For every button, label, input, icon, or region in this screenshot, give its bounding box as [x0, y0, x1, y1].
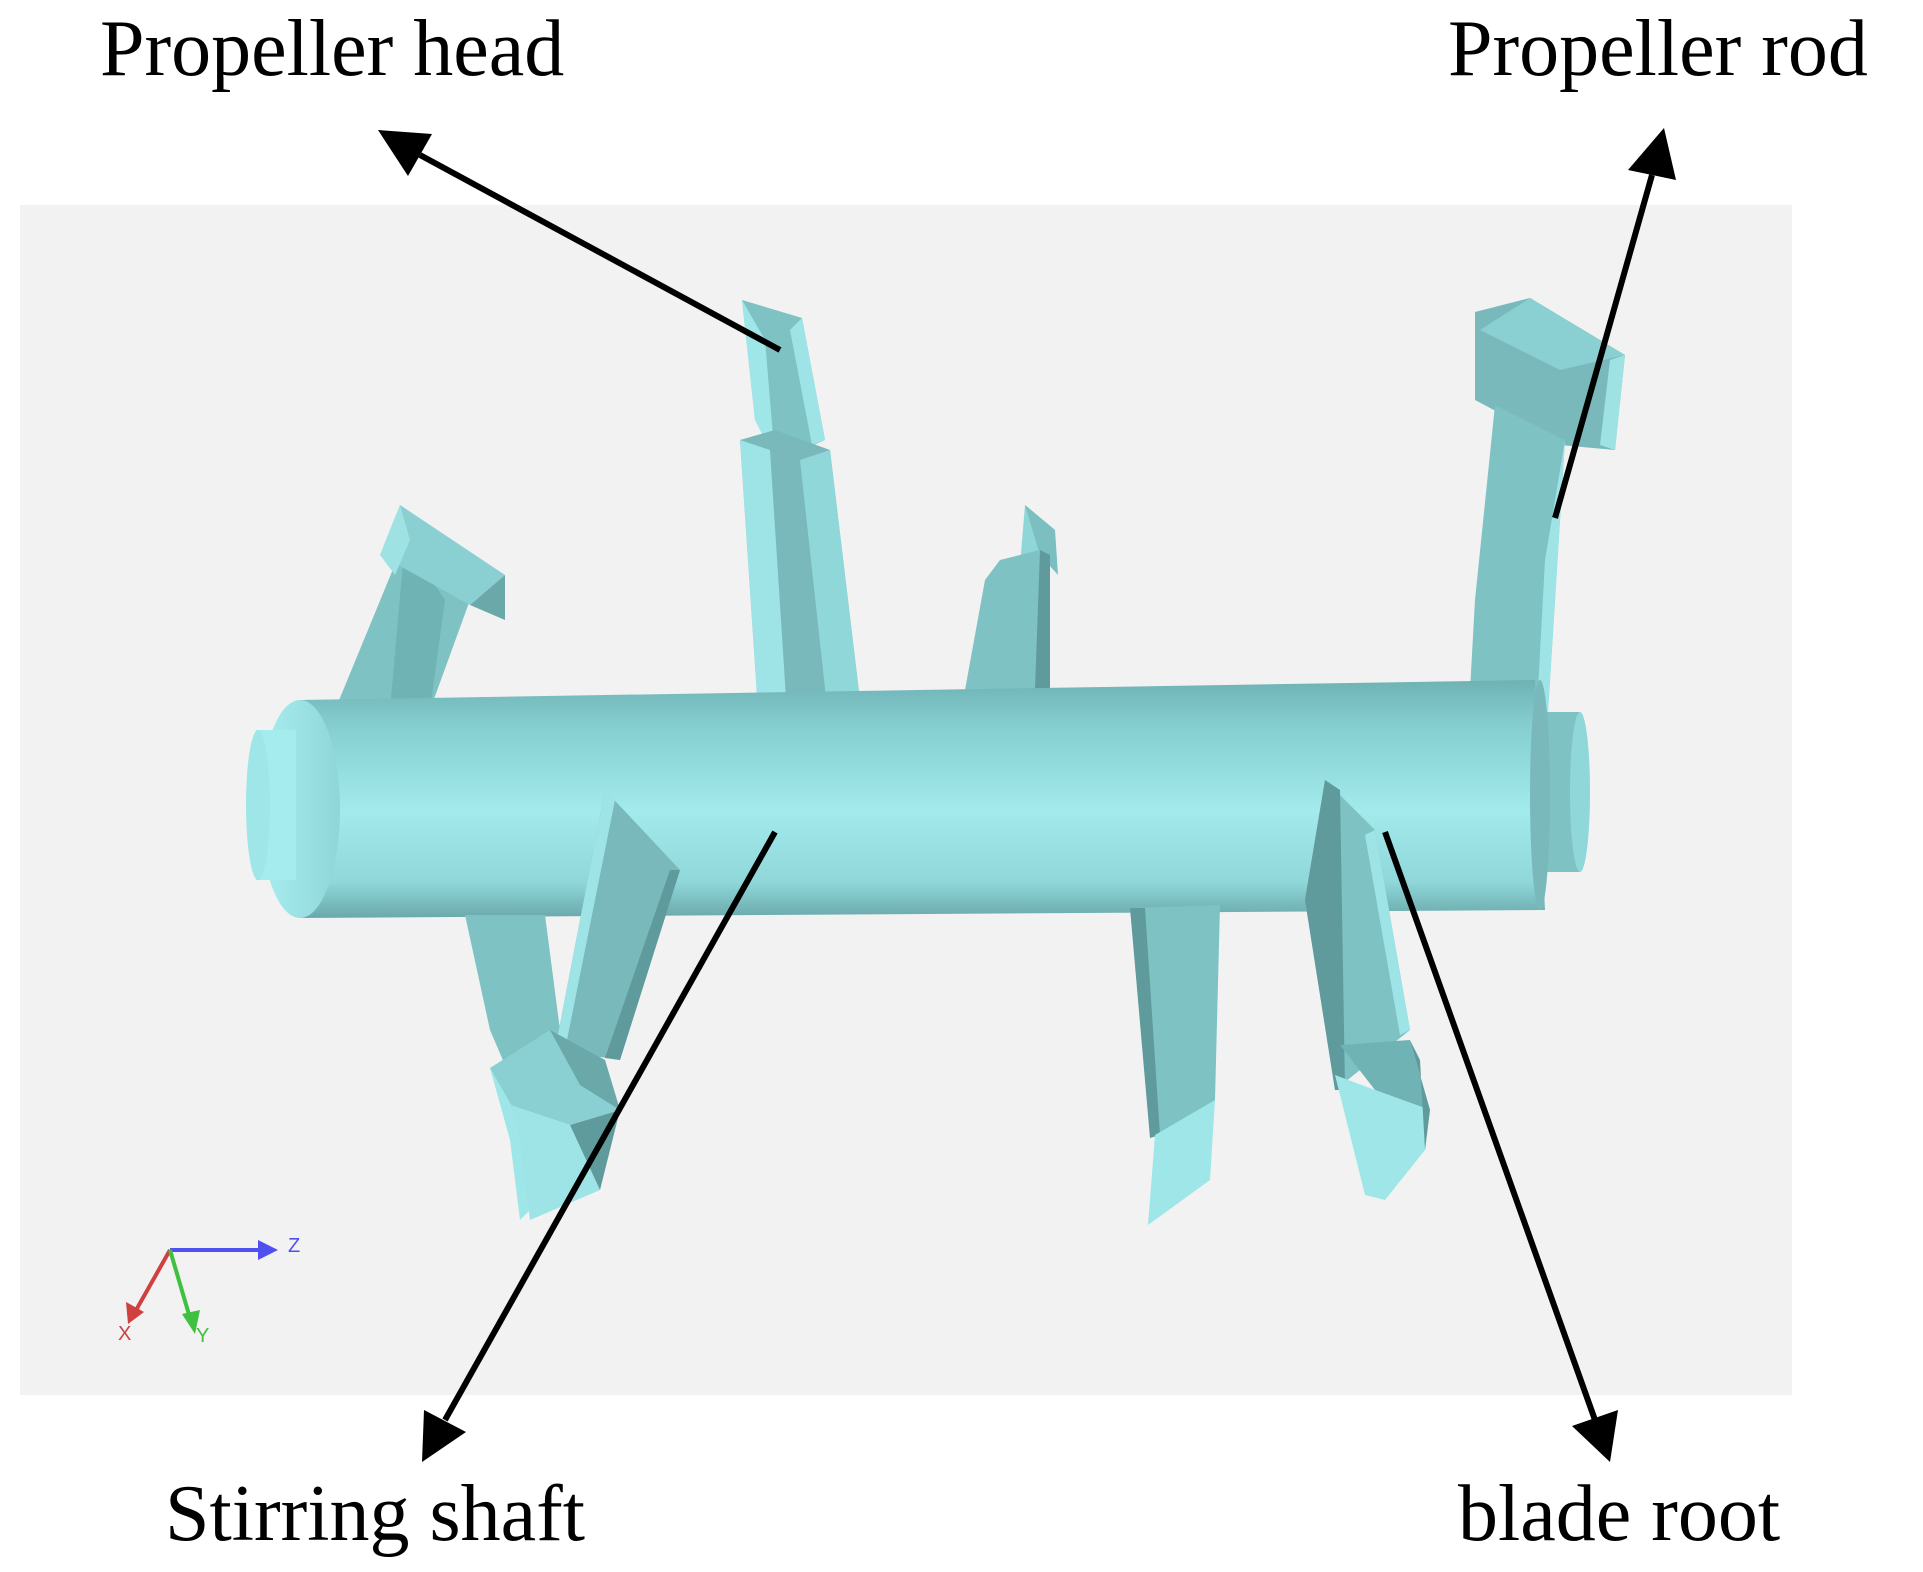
- axis-x-label: X: [118, 1323, 131, 1345]
- label-propeller-rod: Propeller rod: [1448, 5, 1868, 93]
- arrow-propeller-rod: [1552, 174, 1655, 519]
- callout-arrows: [378, 128, 1676, 1462]
- axes-triad: Z X Y: [118, 1235, 300, 1347]
- label-blade-root: blade root: [1458, 1470, 1780, 1558]
- label-stirring-shaft: Stirring shaft: [165, 1470, 585, 1558]
- arrow-propeller-head: [418, 152, 782, 353]
- arrow-blade-root: [1382, 830, 1598, 1422]
- top-center-blade: [965, 505, 1058, 690]
- label-propeller-head: Propeller head: [100, 5, 564, 93]
- blade-root-blade: [1305, 780, 1430, 1200]
- lower-center-blade: [1130, 905, 1220, 1225]
- axis-z-label: Z: [288, 1235, 300, 1257]
- arrow-stirring-shaft: [442, 830, 778, 1422]
- upper-left-blade: [335, 505, 505, 710]
- axis-y-label: Y: [196, 1325, 209, 1347]
- lower-left-blade: [465, 790, 680, 1220]
- stirring-shaft: [246, 680, 1590, 918]
